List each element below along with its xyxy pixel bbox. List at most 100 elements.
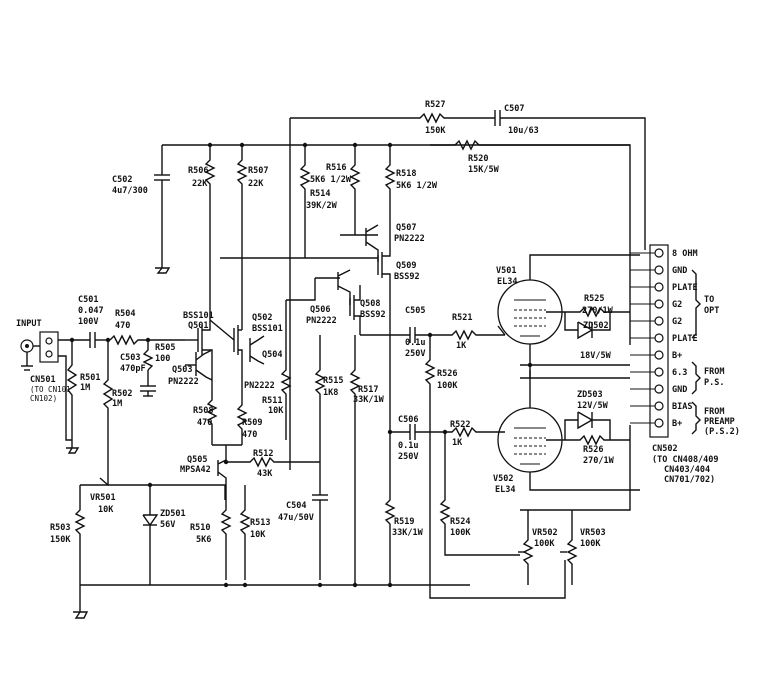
r517-ref: R517 xyxy=(358,385,378,395)
q508 xyxy=(349,285,361,335)
cn502-pin-7 xyxy=(654,367,664,377)
r511-val: 10K xyxy=(268,406,284,416)
q506-ref: Q506 xyxy=(310,305,330,315)
r521-ref: R521 xyxy=(452,313,472,323)
r512-val: 43K xyxy=(257,469,273,479)
q501-val: Q501 xyxy=(188,321,208,331)
r509-ref: R509 xyxy=(242,418,262,428)
r514-ref: R514 xyxy=(310,189,330,199)
q509-ref: Q509 xyxy=(396,261,416,271)
cn502-pin-label-1: GND xyxy=(672,266,687,276)
vr502-ref: VR502 xyxy=(532,528,558,538)
q503-ref: Q503 xyxy=(172,365,192,375)
cn502-group2-line2: P.S. xyxy=(704,378,724,388)
vr503-val: 100K xyxy=(580,539,601,549)
r510 xyxy=(220,500,232,580)
r515-val: 1K8 xyxy=(323,388,338,398)
r513-ref: R513 xyxy=(250,518,270,528)
r514 xyxy=(349,145,361,235)
cn502-pin-label-4: G2 xyxy=(672,317,682,327)
r524 xyxy=(439,432,520,556)
r501 xyxy=(66,340,80,454)
r521-val: 1K xyxy=(456,341,467,351)
r517 xyxy=(349,335,361,585)
r525-val: 270/1W xyxy=(582,306,614,316)
vr501 xyxy=(74,477,226,585)
c501-v2: 100V xyxy=(78,317,98,327)
q506 xyxy=(286,269,351,305)
zd503-r526 xyxy=(546,411,630,446)
r504-ref: R504 xyxy=(115,309,135,319)
r501-ref: R501 xyxy=(80,373,100,383)
r504-val: 470 xyxy=(115,321,130,331)
r503-val: 150K xyxy=(50,535,71,545)
cn502-ref: CN502 xyxy=(652,444,678,454)
cn501-label: CN501 xyxy=(30,375,56,385)
q502-ref: Q502 xyxy=(252,313,272,323)
r522-val: 1K xyxy=(452,438,463,448)
r519-ref: R519 xyxy=(394,517,414,527)
q503-val: PN2222 xyxy=(168,377,199,387)
c501-v1: 0.047 xyxy=(78,306,104,316)
c506-v1: 0.1u xyxy=(398,441,418,451)
cn502-pin-label-7: 6.3 xyxy=(672,368,687,378)
vr503-ref: VR503 xyxy=(580,528,606,538)
c507-ref: C507 xyxy=(504,104,524,114)
cn501-note1: (TO CN101 xyxy=(30,385,71,394)
zd503-val: 12V/5W xyxy=(577,401,609,411)
q509 xyxy=(220,245,391,300)
cn502-pin-label-0: 8 OHM xyxy=(672,249,698,259)
r511-ref: R511 xyxy=(262,396,282,406)
heater-bus xyxy=(520,364,630,379)
c506-ref: C506 xyxy=(398,415,418,425)
c503 xyxy=(140,370,156,397)
vr503 xyxy=(520,425,631,585)
r501-val: 1M xyxy=(80,383,90,393)
q505-ref: Q505 xyxy=(187,455,207,465)
zd501-val: 56V xyxy=(160,520,175,530)
c505-ref: C505 xyxy=(405,306,425,316)
r512-ref: R512 xyxy=(253,449,273,459)
c507-val: 10u/63 xyxy=(508,126,539,136)
cn502-pin-label-2: PLATE xyxy=(672,283,698,293)
vr501-val: 10K xyxy=(98,505,114,515)
r524-val: 100K xyxy=(450,528,471,538)
c505-r521 xyxy=(360,327,505,343)
cn502-pin-10 xyxy=(654,418,664,428)
v502-ref: V502 xyxy=(493,474,513,484)
r519 xyxy=(384,432,396,585)
input-connector xyxy=(20,331,90,441)
vr502-val: 100K xyxy=(534,539,555,549)
cn502-pin-label-8: GND xyxy=(672,385,687,395)
q508-val: BSS92 xyxy=(360,310,386,320)
r526-ref: R526 xyxy=(437,369,457,379)
zd501-ref: ZD501 xyxy=(160,509,186,519)
q505-val: MPSA42 xyxy=(180,465,211,475)
r513 xyxy=(239,485,251,580)
q504-val: PN2222 xyxy=(244,381,275,391)
c505-v2: 250V xyxy=(405,349,425,359)
cn502-pin-label-9: BIAS xyxy=(672,402,692,412)
cn502-group3-line2: PREAMP xyxy=(704,417,735,427)
c505-v1: 0.1u xyxy=(405,338,425,348)
r526b-val: 270/1W xyxy=(583,456,615,466)
r526-gridleak xyxy=(424,335,566,599)
cn502-pin-5 xyxy=(654,333,664,343)
c503-ref: C503 xyxy=(120,353,140,363)
r518-ref: R518 xyxy=(396,169,416,179)
r502-ref: R502 xyxy=(112,389,132,399)
r514-val: 39K/2W xyxy=(306,201,338,211)
r507-ref: R507 xyxy=(248,166,268,176)
r527-val: 150K xyxy=(425,126,446,136)
r502 xyxy=(102,340,114,478)
r517-val: 33K/1W xyxy=(353,395,385,405)
c504 xyxy=(312,462,328,580)
cn502-group3-line1: FROM xyxy=(704,407,724,417)
q508-ref: Q508 xyxy=(360,299,380,309)
cn502-group1-line1: TO xyxy=(704,295,714,305)
v502-val: EL34 xyxy=(495,485,515,495)
r515-ref: R515 xyxy=(323,376,343,386)
r522-ref: R522 xyxy=(450,420,470,430)
